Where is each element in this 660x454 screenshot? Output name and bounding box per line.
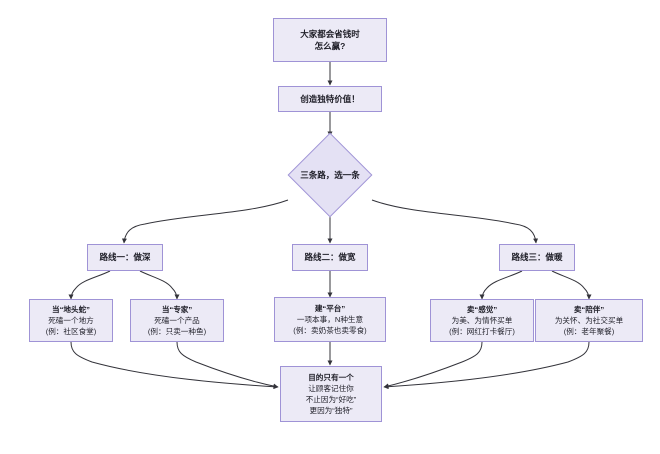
node-route1-line-1: 路线一：做深 bbox=[99, 252, 151, 263]
node-leaf5-line-1: 卖“陪伴” bbox=[573, 305, 605, 314]
node-leaf1-line-1: 当“地头蛇” bbox=[52, 305, 90, 314]
node-leaf2-line-1: 当“专家” bbox=[161, 305, 193, 314]
edge-leaf2-goal bbox=[176, 341, 279, 389]
node-route3-line-1: 路线三：做暖 bbox=[511, 252, 563, 263]
node-leaf3-line-2: 一项本事，N种生意 bbox=[296, 315, 364, 324]
node-decision[interactable]: 三条路，选一条 bbox=[287, 132, 373, 218]
node-leaf3-line-1: 建“平台” bbox=[314, 304, 346, 313]
node-leaf3[interactable]: 建“平台” 一项本事，N种生意 (例：卖奶茶也卖零食) bbox=[274, 297, 386, 342]
edge-route1-leaf2 bbox=[139, 270, 180, 300]
node-leaf4-line-2: 为美、为情怀买单 bbox=[451, 316, 513, 325]
edge-leaf4-goal bbox=[383, 341, 483, 389]
node-leaf4[interactable]: 卖“感觉” 为美、为情怀买单 (例：网红打卡餐厅) bbox=[430, 299, 534, 342]
node-leaf5-line-3: (例：老年聚餐) bbox=[563, 327, 615, 336]
node-answer-line-1: 创造独特价值！ bbox=[300, 93, 360, 104]
node-leaf2-line-2: 死磕一个产品 bbox=[154, 316, 200, 325]
edge-route1-leaf1 bbox=[68, 270, 111, 300]
edge-leaf5-goal bbox=[383, 341, 590, 390]
node-route2[interactable]: 路线二：做宽 bbox=[292, 244, 368, 271]
node-question-line-2: 怎么赢? bbox=[314, 41, 346, 51]
node-leaf4-line-1: 卖“感觉” bbox=[466, 305, 498, 314]
node-goal[interactable]: 目的只有一个 让顾客记住你 不止因为“好吃” 更因为“独特” bbox=[280, 366, 382, 422]
node-leaf3-line-3: (例：卖奶茶也卖零食) bbox=[293, 326, 367, 335]
edge-route3-leaf5 bbox=[551, 270, 592, 300]
edge-decision-route1 bbox=[121, 199, 289, 244]
node-leaf5[interactable]: 卖“陪伴” 为关怀、为社交买单 (例：老年聚餐) bbox=[535, 299, 643, 342]
node-decision-text: 三条路，选一条 bbox=[300, 170, 360, 180]
node-route3[interactable]: 路线三：做暖 bbox=[499, 244, 575, 271]
node-question[interactable]: 大家都会省钱时 怎么赢? bbox=[273, 18, 387, 62]
edge-leaf1-goal bbox=[70, 341, 279, 390]
node-leaf2[interactable]: 当“专家” 死磕一个产品 (例：只卖一种鱼) bbox=[130, 299, 224, 342]
node-leaf4-line-3: (例：网红打卡餐厅) bbox=[449, 327, 515, 336]
node-goal-line-1: 目的只有一个 bbox=[308, 373, 354, 382]
node-goal-line-2: 让顾客记住你 bbox=[308, 384, 354, 393]
node-route2-line-1: 路线二：做宽 bbox=[304, 252, 356, 263]
edge-route3-leaf4 bbox=[479, 270, 523, 300]
node-goal-line-3: 不止因为“好吃” bbox=[305, 395, 357, 404]
edge-decision-route3 bbox=[371, 199, 539, 244]
node-leaf1-line-3: (例：社区食堂) bbox=[45, 327, 97, 336]
node-leaf1-line-2: 死磕一个地方 bbox=[48, 316, 94, 325]
node-answer[interactable]: 创造独特价值！ bbox=[278, 86, 382, 112]
node-question-line-1: 大家都会省钱时 bbox=[300, 28, 360, 39]
node-leaf5-line-2: 为关怀、为社交买单 bbox=[554, 316, 624, 325]
node-leaf2-line-3: (例：只卖一种鱼) bbox=[147, 327, 207, 336]
node-goal-line-4: 更因为“独特” bbox=[309, 406, 353, 415]
node-route1[interactable]: 路线一：做深 bbox=[87, 244, 163, 271]
node-leaf1[interactable]: 当“地头蛇” 死磕一个地方 (例：社区食堂) bbox=[29, 299, 113, 342]
